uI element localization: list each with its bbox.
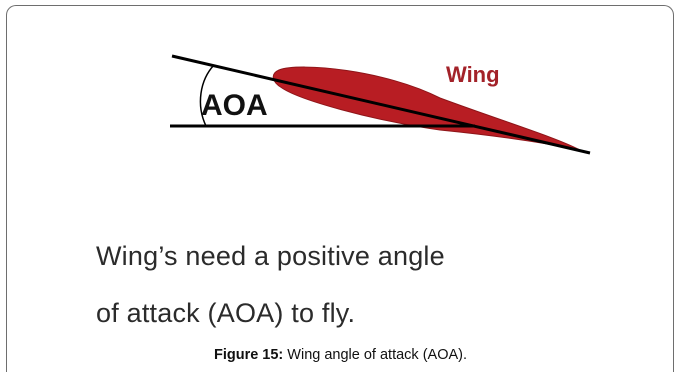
caption-text: Wing angle of attack (AOA). bbox=[283, 347, 468, 363]
caption-label: Figure 15: bbox=[213, 347, 284, 363]
aoa-label: AOA bbox=[201, 89, 268, 122]
message-line-2: of attack (AOA) to fly. bbox=[96, 298, 356, 328]
aoa-diagram: AOA Wing bbox=[170, 54, 591, 155]
wing-airfoil bbox=[272, 66, 581, 151]
chord-line bbox=[171, 54, 591, 155]
figure-caption: Figure 15: Wing angle of attack (AOA). bbox=[0, 347, 681, 363]
wing-label: Wing bbox=[446, 62, 500, 87]
figure-frame bbox=[6, 5, 674, 372]
message-line-1: Wing’s need a positive angle bbox=[96, 241, 445, 271]
angle-arc bbox=[199, 64, 215, 127]
